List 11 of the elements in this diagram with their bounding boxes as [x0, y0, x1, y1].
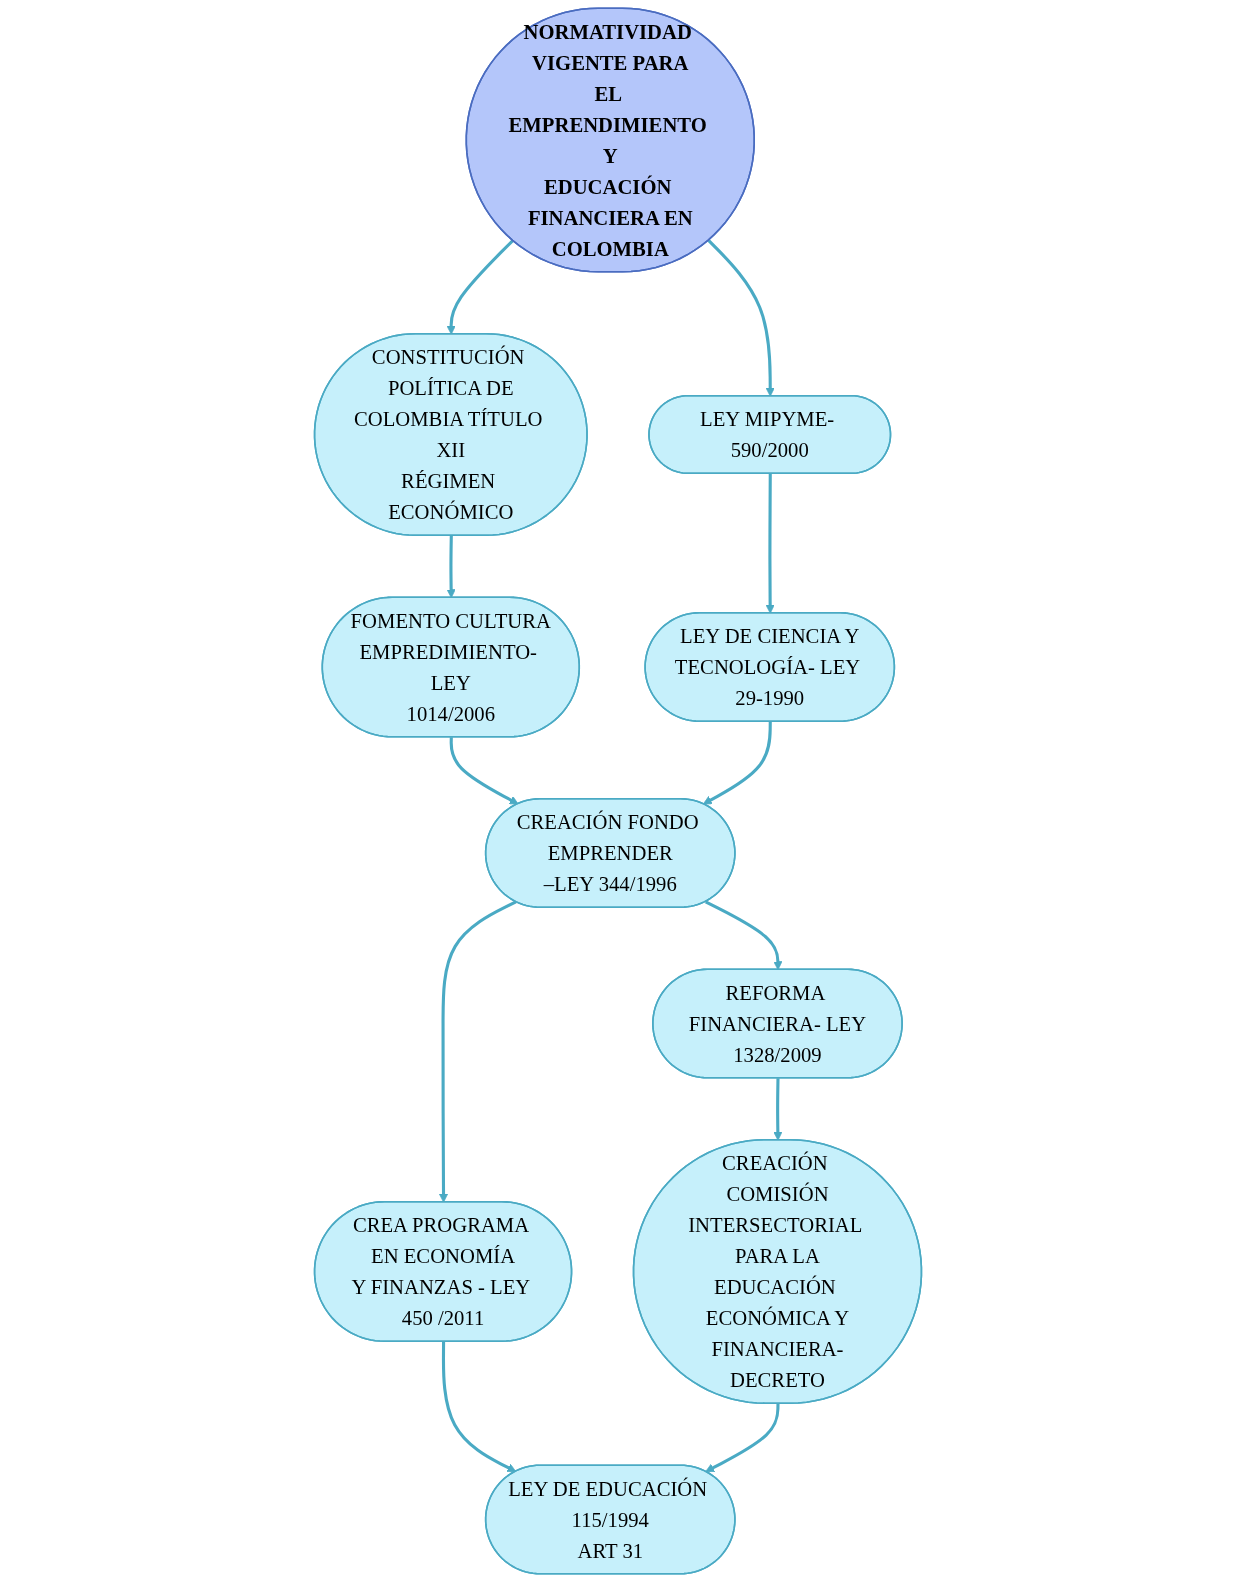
arrow	[705, 1403, 780, 1473]
arrow	[702, 721, 772, 805]
arrow	[707, 239, 775, 397]
arrow	[704, 900, 783, 971]
arrow	[765, 473, 775, 614]
arrow	[446, 239, 514, 335]
arrow	[773, 1078, 783, 1141]
arrow	[441, 1341, 517, 1473]
arrow	[438, 900, 517, 1203]
arrow	[449, 737, 519, 805]
arrow	[446, 535, 456, 599]
